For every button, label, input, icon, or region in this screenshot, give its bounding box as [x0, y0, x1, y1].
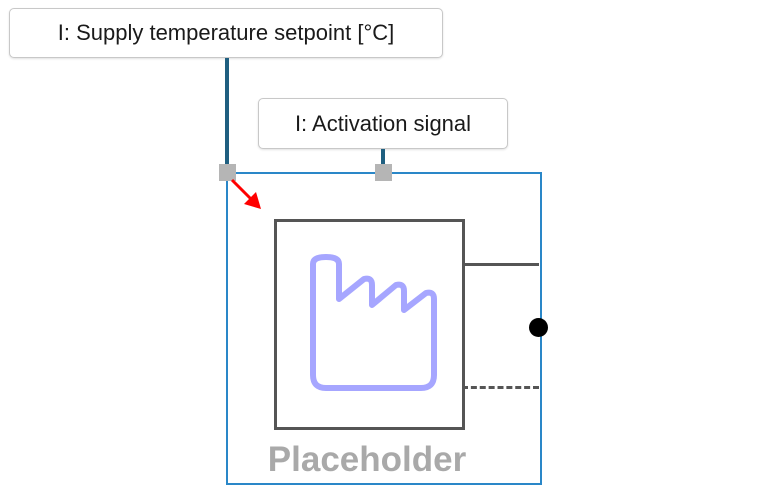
- activation-signal-wire: [381, 149, 385, 165]
- activation-signal-label: I: Activation signal: [258, 98, 508, 149]
- output-line-dashed: [462, 386, 539, 389]
- supply-temperature-setpoint-text: I: Supply temperature setpoint [°C]: [57, 20, 395, 45]
- factory-icon: [310, 254, 437, 391]
- output-connector-dot[interactable]: [529, 318, 548, 337]
- input-arrow-icon: [230, 178, 261, 209]
- setpoint-input-port[interactable]: [219, 164, 236, 181]
- output-line-solid: [462, 263, 539, 266]
- activation-input-port[interactable]: [375, 164, 392, 181]
- supply-temperature-setpoint-label: I: Supply temperature setpoint [°C]: [9, 8, 443, 58]
- setpoint-signal-wire: [225, 58, 229, 166]
- block-icon-box: [274, 219, 465, 430]
- activation-signal-text: I: Activation signal: [294, 110, 472, 136]
- block-caption: Placeholder: [267, 440, 467, 479]
